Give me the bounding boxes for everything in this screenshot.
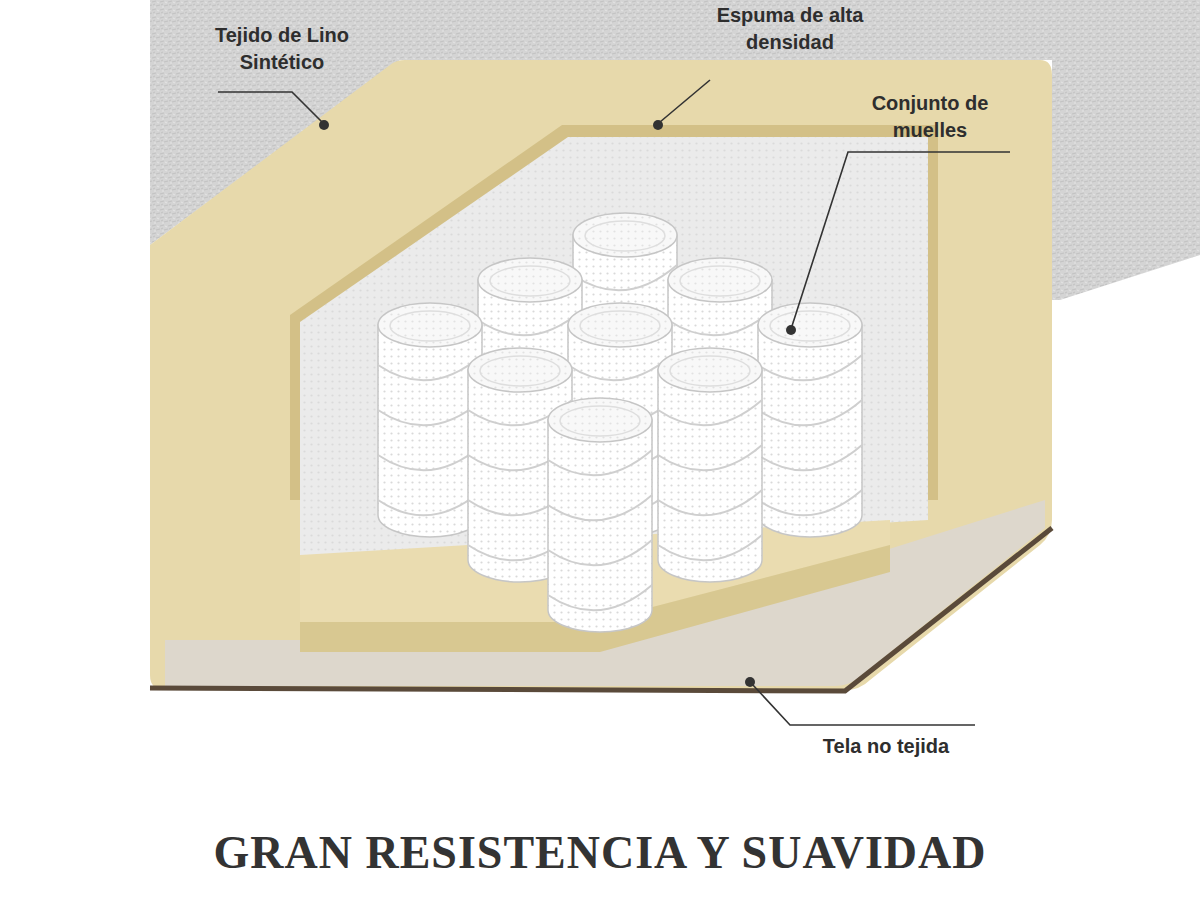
leader-lines <box>218 80 1010 725</box>
caption-heading: GRAN RESISTENCIA Y SUAVIDAD <box>0 826 1200 879</box>
foam-layer <box>150 60 1052 690</box>
callout-label: Tela no tejida <box>823 733 949 760</box>
spring-coils <box>378 213 862 632</box>
callout-label: Conjunto de muelles <box>855 90 1005 144</box>
callout-label: Tejido de Lino Sintético <box>200 22 365 76</box>
leader-dots <box>319 120 796 687</box>
callout-label: Espuma de alta densidad <box>705 2 875 56</box>
